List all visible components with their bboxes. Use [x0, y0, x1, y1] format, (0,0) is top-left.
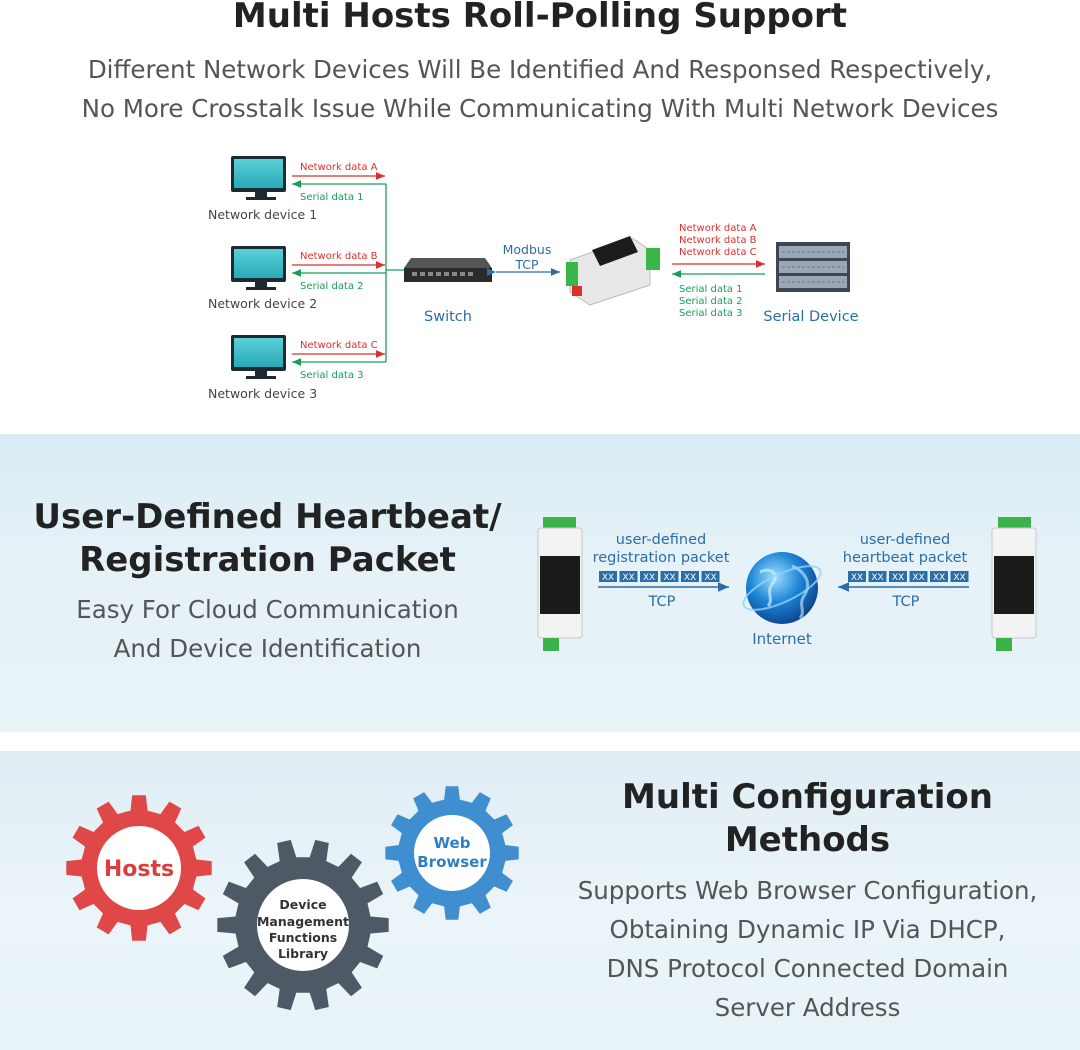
gear-mid-line1: Device: [279, 897, 326, 912]
right-packet-line1: user-defined: [860, 532, 951, 548]
gear-mid-line3: Functions: [269, 930, 337, 945]
monitor-icon-3: [231, 335, 286, 379]
network-diagram: Network device 1 Network device 2 Networ…: [208, 156, 859, 401]
serial-device-icon: [776, 242, 850, 292]
packet-byte-cell: [599, 571, 617, 582]
section1-subtitle: Different Network Devices Will Be Identi…: [0, 50, 1080, 128]
gears-diagram: Hosts Device Management Functions Librar…: [66, 786, 519, 1011]
packet-byte-text: XX: [622, 573, 634, 583]
packet-byte-text: XX: [602, 573, 614, 583]
left-tcp-label: TCP: [648, 594, 676, 610]
packet-byte-cell: [848, 571, 866, 582]
gear-web-line1: Web: [434, 834, 471, 852]
section2-title-line1: User-Defined Heartbeat/: [33, 497, 502, 537]
gear-hosts-label: Hosts: [104, 857, 174, 882]
section2-subtitle: Easy For Cloud Communication And Device …: [0, 590, 535, 668]
section1-subtitle-line1: Different Network Devices Will Be Identi…: [87, 55, 993, 84]
section3-title: Multi Configuration Methods: [535, 776, 1080, 862]
internet-globe-icon: [742, 552, 822, 624]
network-data-right-a: Network data A: [679, 223, 757, 234]
serial-data-right-1: Serial data 1: [679, 284, 743, 295]
packet-byte-cell: [640, 571, 658, 582]
internet-label: Internet: [752, 630, 812, 648]
packet-byte-cell: [950, 571, 969, 582]
network-data-label-b: Network data B: [300, 251, 378, 262]
hosts-gear-icon: [66, 795, 212, 941]
section3-line4: Server Address: [714, 993, 901, 1022]
section3-subtitle: Supports Web Browser Configuration, Obta…: [535, 871, 1080, 1027]
left-packet-line1: user-defined: [616, 532, 707, 548]
section3-line2: Obtaining Dynamic IP Via DHCP,: [609, 915, 1006, 944]
packet-byte-text: XX: [912, 573, 924, 583]
section1-title: Multi Hosts Roll-Polling Support: [232, 0, 848, 36]
network-data-right-b: Network data B: [679, 235, 757, 246]
device-label-1: Network device 1: [208, 207, 317, 222]
monitor-icon-2: [231, 246, 286, 290]
packet-byte-cell: [660, 571, 679, 582]
left-module-icon: [537, 517, 583, 651]
packet-byte-text: XX: [933, 573, 945, 583]
packet-byte-text: XX: [684, 573, 696, 583]
web-browser-gear-icon: [385, 786, 519, 920]
monitor-icon-1: [231, 156, 286, 200]
gear-center: [257, 879, 349, 971]
section2-subtitle-line1: Easy For Cloud Communication: [76, 595, 459, 624]
switch-icon: [404, 258, 492, 282]
serial-data-right-2: Serial data 2: [679, 296, 743, 307]
section3-line1: Supports Web Browser Configuration,: [577, 876, 1038, 905]
modbus-label: Modbus: [503, 242, 552, 257]
packet-byte-text: XX: [704, 573, 716, 583]
device-label-3: Network device 3: [208, 386, 317, 401]
left-packet-bytes: XX XX XX XX XX XX: [599, 571, 720, 583]
gear-center: [97, 826, 181, 910]
packet-byte-cell: [889, 571, 907, 582]
serial-device-label: Serial Device: [763, 309, 858, 325]
section3-line3: DNS Protocol Connected Domain: [606, 954, 1009, 983]
packet-byte-text: XX: [871, 573, 883, 583]
section2-subtitle-line2: And Device Identification: [113, 634, 422, 663]
packet-byte-cell: [930, 571, 948, 582]
switch-label: Switch: [424, 309, 472, 325]
right-module-icon: [991, 517, 1037, 651]
gear-center: [414, 815, 490, 891]
left-packet-line2: registration packet: [593, 550, 730, 566]
management-gear-icon: [217, 839, 389, 1011]
packet-byte-text: XX: [643, 573, 655, 583]
section2-title-line2: Registration Packet: [79, 540, 456, 580]
packet-byte-cell: [909, 571, 928, 582]
serial-data-right-3: Serial data 3: [679, 308, 743, 319]
serial-data-label-2: Serial data 2: [300, 281, 364, 292]
packet-byte-cell: [868, 571, 887, 582]
section3-title-line1: Multi Configuration: [622, 777, 993, 817]
network-data-label-c: Network data C: [300, 340, 378, 351]
packet-byte-text: XX: [663, 573, 675, 583]
section1-subtitle-line2: No More Crosstalk Issue While Communicat…: [81, 94, 999, 123]
gear-mid-line4: Library: [278, 946, 328, 961]
converter-device-icon: [566, 236, 660, 306]
packet-byte-cell: [701, 571, 720, 582]
section3-title-line2: Methods: [724, 820, 891, 860]
right-packet-line2: heartbeat packet: [843, 550, 968, 566]
packet-byte-cell: [619, 571, 638, 582]
packet-byte-text: XX: [851, 573, 863, 583]
serial-data-label-1: Serial data 1: [300, 192, 364, 203]
tcp-label: TCP: [514, 257, 539, 272]
right-tcp-label: TCP: [892, 594, 920, 610]
packet-byte-cell: [681, 571, 699, 582]
device-label-2: Network device 2: [208, 296, 317, 311]
serial-data-label-3: Serial data 3: [300, 370, 364, 381]
packet-byte-text: XX: [953, 573, 965, 583]
network-data-right-c: Network data C: [679, 247, 757, 258]
gear-mid-line2: Management: [257, 914, 349, 929]
gear-web-line2: Browser: [417, 853, 487, 871]
section2-title: User-Defined Heartbeat/ Registration Pac…: [0, 496, 535, 582]
network-data-label-a: Network data A: [300, 162, 378, 173]
right-packet-bytes: XX XX XX XX XX XX: [848, 571, 969, 583]
packet-byte-text: XX: [892, 573, 904, 583]
